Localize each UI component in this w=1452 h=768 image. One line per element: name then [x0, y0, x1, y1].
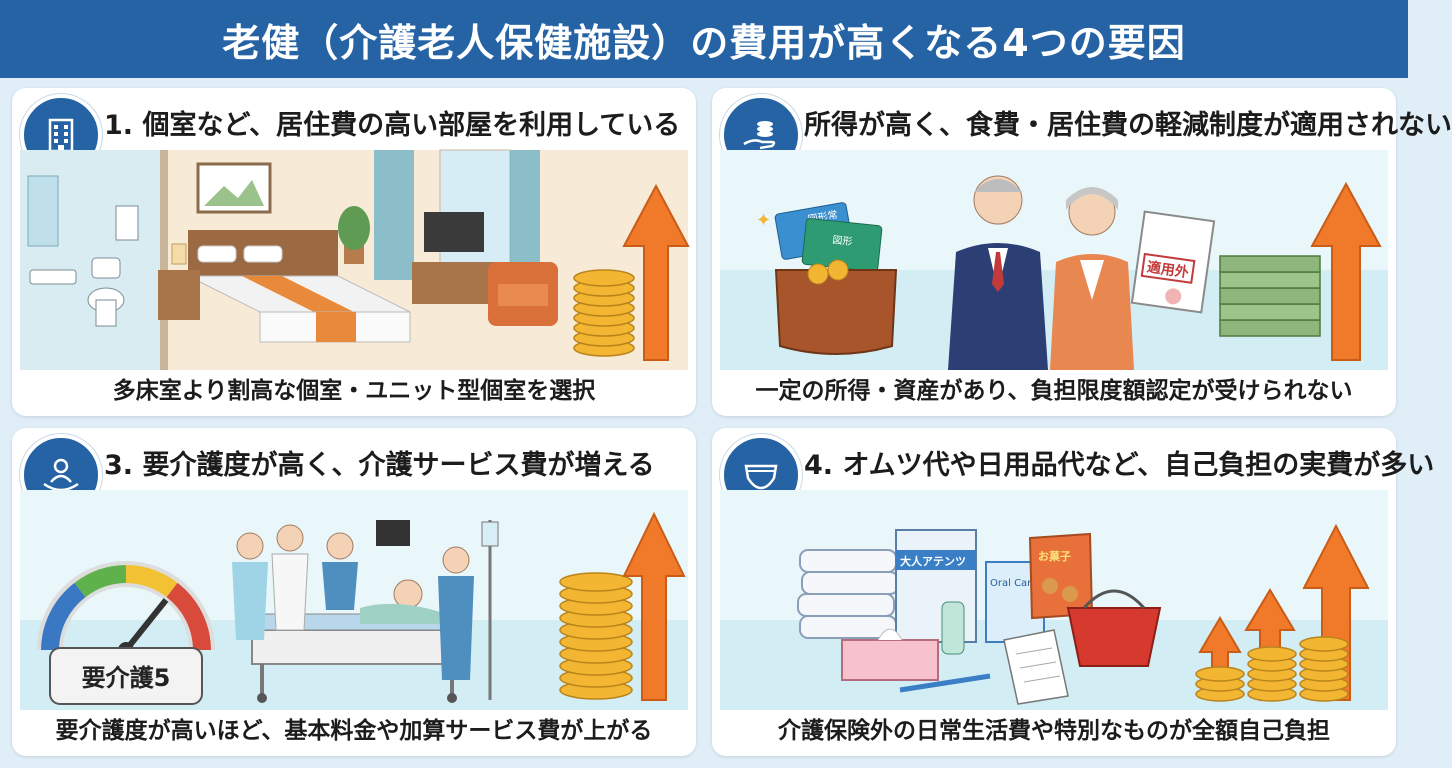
page-title: 老健（介護老人保健施設）の費用が高くなる4つの要因	[222, 20, 1186, 65]
factor-caption: 一定の所得・資産があり、負担限度額認定が受けられない	[755, 378, 1353, 404]
income-illustration: 図形常 図形 ✦ 適用外	[720, 150, 1388, 370]
private-room-illustration	[20, 149, 690, 370]
header-banner: 老健（介護老人保健施設）の費用が高くなる4つの要因	[0, 0, 1408, 78]
card-label-2: 図形	[832, 234, 853, 248]
svg-text:✦: ✦	[756, 210, 771, 231]
factor-title: 3. 要介護度が高く、介護サービス費が増える	[104, 449, 655, 481]
factor-card-income: 所得が高く、食費・居住費の軽減制度が適用されない 図形常 図形 ✦	[712, 88, 1452, 416]
oral-care-label: Oral Care	[990, 578, 1037, 589]
factor-caption: 多床室より割高な個室・ユニット型個室を選択	[112, 378, 596, 404]
factor-caption: 介護保険外の日常生活費や特別なものが全額自己負担	[778, 718, 1330, 744]
care-illustration: 要介護5	[20, 490, 688, 710]
factor-card-room-type: 1. 個室など、居住費の高い部屋を利用している	[12, 88, 696, 416]
factor-card-care-level: 3. 要介護度が高く、介護サービス費が増える 要介護5	[12, 428, 696, 756]
document-stamp: 適用外	[1146, 259, 1190, 282]
factor-title: 所得が高く、食費・居住費の軽減制度が適用されない	[804, 109, 1452, 141]
factor-caption: 要介護度が高いほど、基本料金や加算サービス費が上がる	[55, 718, 653, 744]
factor-title: 4. オムツ代や日用品代など、自己負担の実費が多い	[804, 449, 1435, 481]
snack-label: お菓子	[1038, 549, 1071, 563]
daily-goods-illustration: 大人アテンツ Oral Care お菓子	[720, 490, 1388, 710]
factor-card-out-of-pocket: 4. オムツ代や日用品代など、自己負担の実費が多い 大人アテンツ Oral Ca…	[712, 428, 1435, 756]
diaper-pack-label: 大人アテンツ	[900, 554, 966, 568]
factor-title: 1. 個室など、居住費の高い部屋を利用している	[104, 109, 681, 141]
gauge-label: 要介護5	[82, 664, 171, 692]
